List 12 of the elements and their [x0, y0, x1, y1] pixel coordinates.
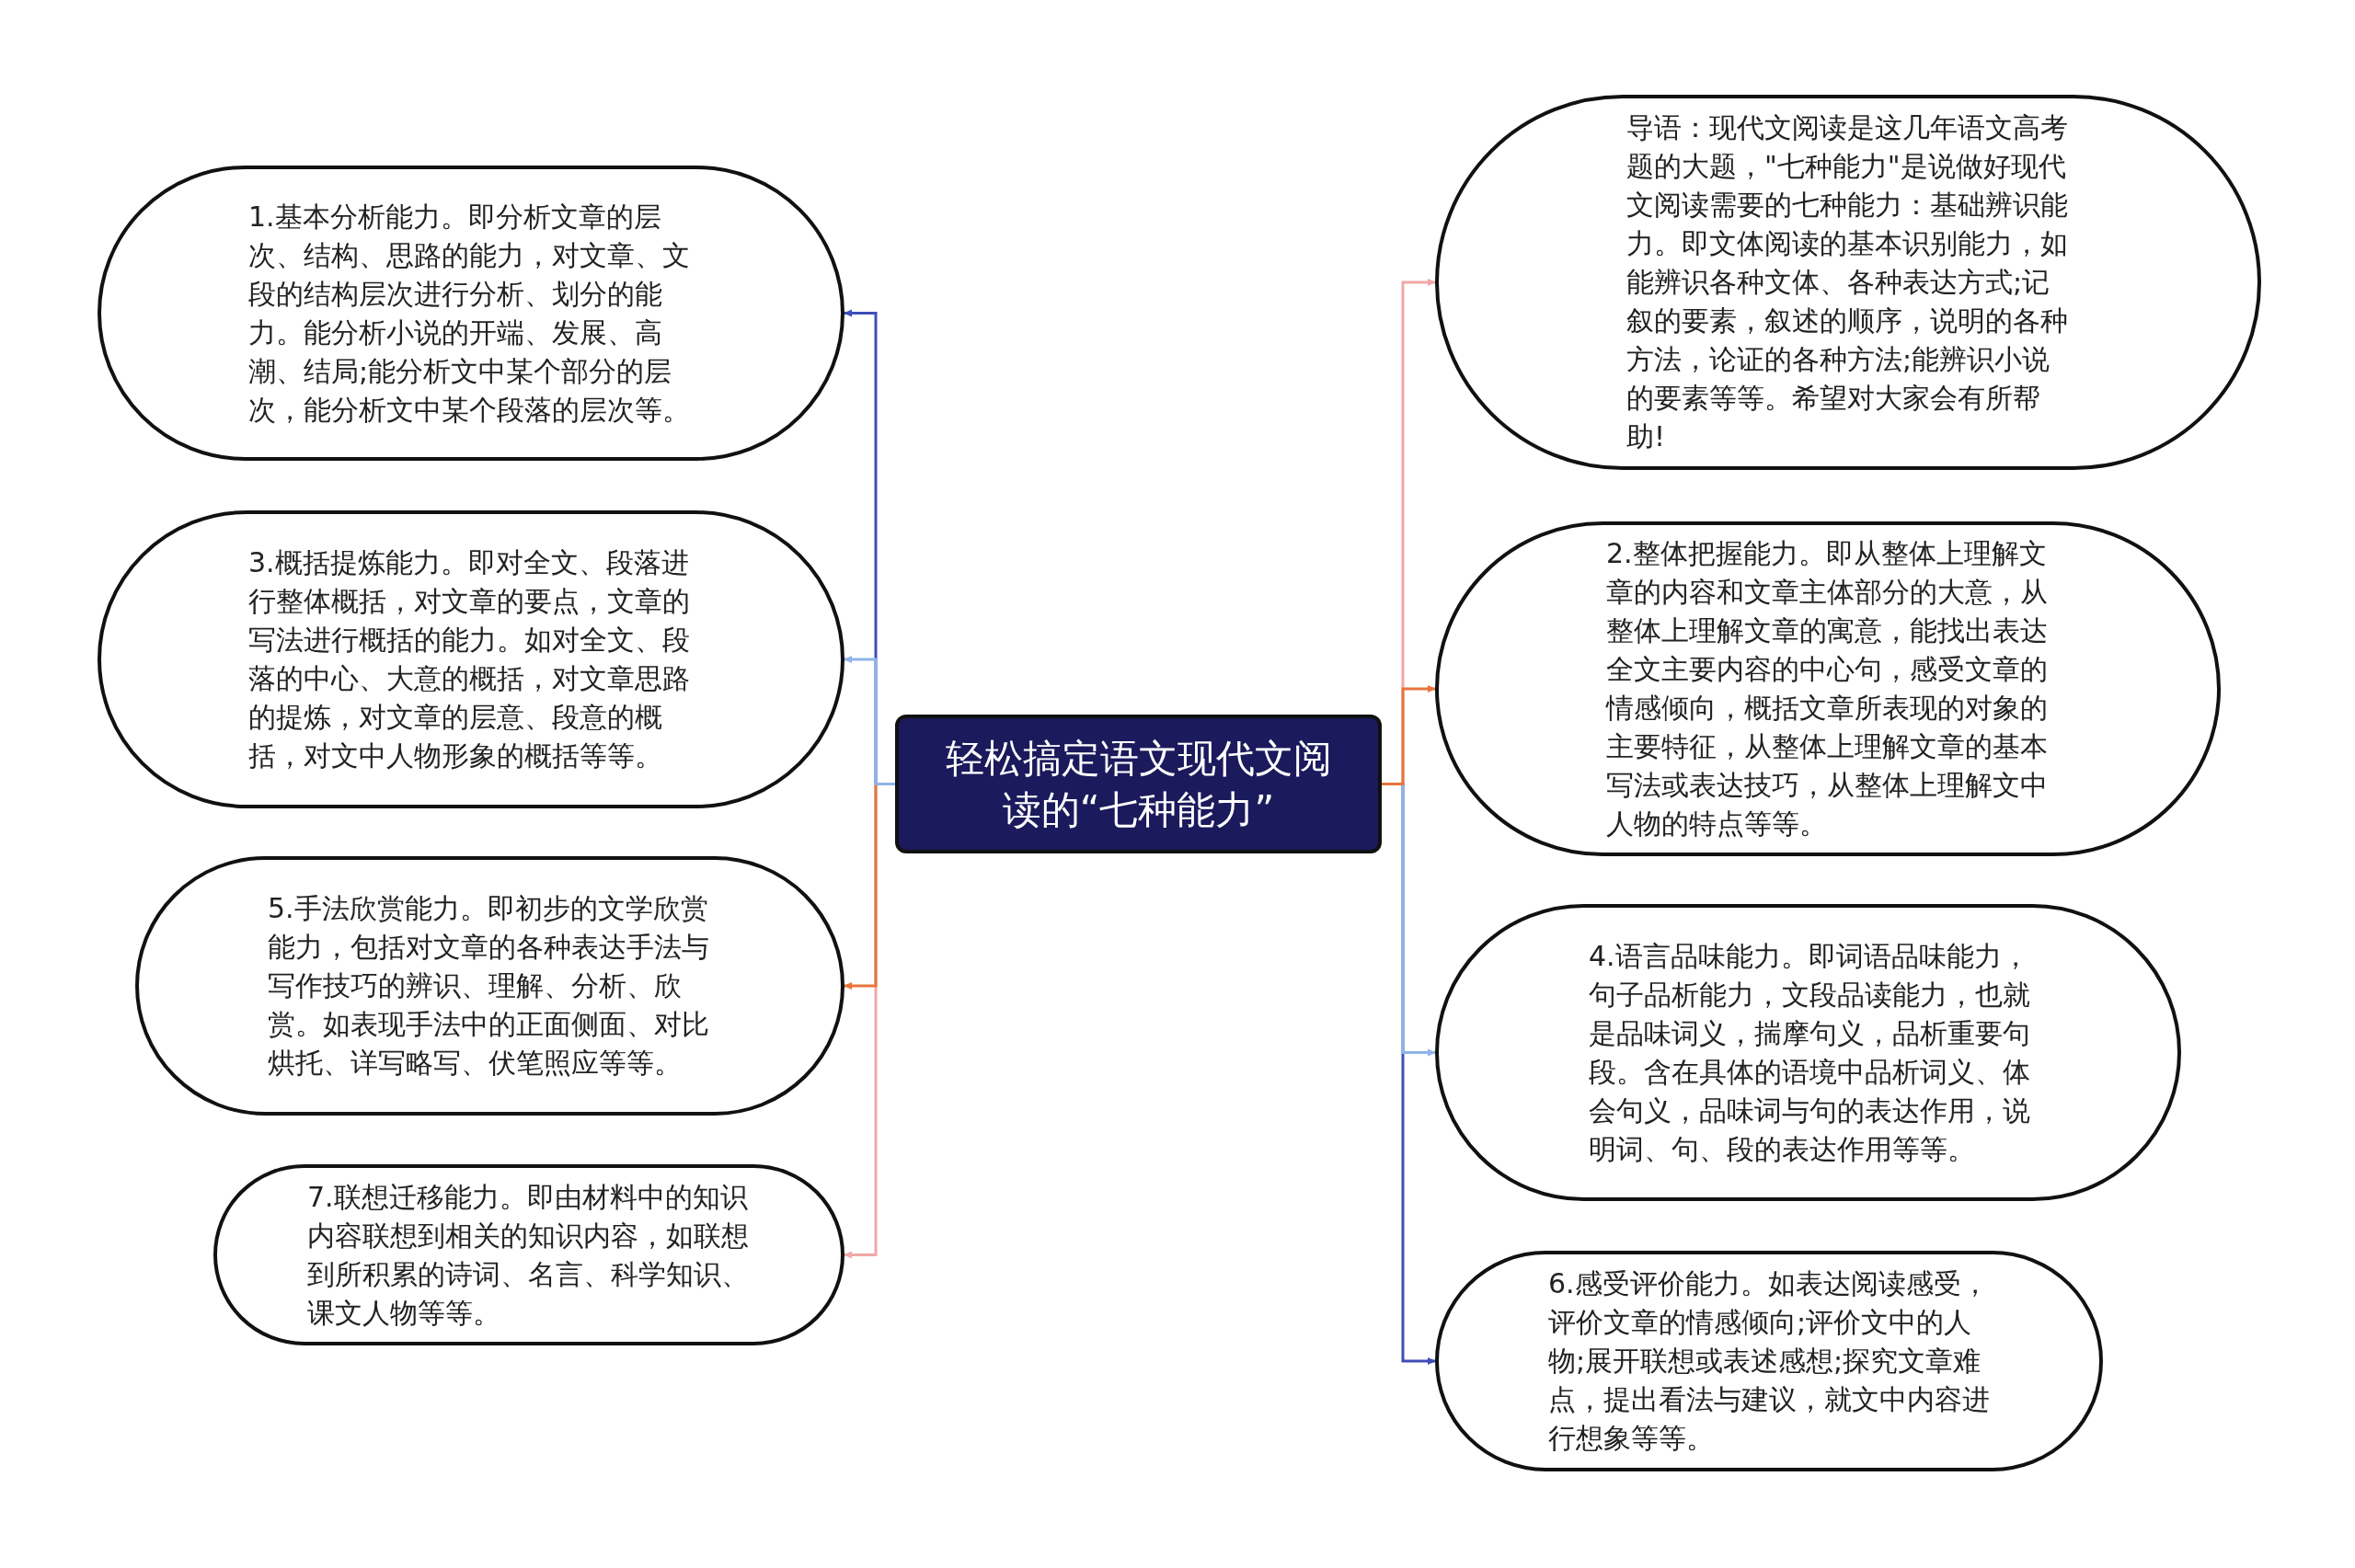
description-text: 1.基本分析能力。即分析文章的层次、结构、思路的能力，对文章、文段的结构层次进行分析、划分的能力。能分析小说的开端、发展、高潮、结局;能分析文中某个部分的层次，能分析文中某个段落的层次等。 [248, 199, 691, 428]
connector-arrow [844, 656, 895, 785]
description-text: 导语：现代文阅读是这几年语文高考题的大题，"七种能力"是说做好现代文阅读需要的七种能力：基础辨识能力。即文体阅读的基本识别能力，如能辨识各种文体、各种表达方式;记叙的要素，叙述的顺序，说明的各种方法，论证的各种方法;能辨识小说的要素等等。希望对大家会有所帮助! [1626, 110, 2069, 454]
description-text: 2.整体把握能力。即从整体上理解文章的内容和文章主体部分的大意，从整体上理解文章的寓意，能找出表达全文主要内容的中心句，感受文章的情感倾向，概括文章所表现的对象的主要特征，从整体上理解文章的基本写法或表达技巧，从整体上理解文中人物的特点等等。 [1606, 536, 2049, 841]
description-text: 3.概括提炼能力。即对全文、段落进行整体概括，对文章的要点，文章的写法进行概括的能力。如对全文、段落的中心、大意的概括，对文章思路的提炼，对文章的层意、段意的概括，对文中人物形象的概括等等。 [248, 545, 691, 773]
description-text: 7.联想迁移能力。即由材料中的知识内容联想到相关的知识内容，如联想到所积累的诗词、名言、科学知识、课文人物等等。 [307, 1179, 750, 1331]
title-text: 轻松搞定语文现代文阅读的“七种能力” [944, 734, 1333, 834]
connector-arrow [1382, 685, 1436, 785]
description-text: 6.感受评价能力。如表达阅读感受，评价文章的情感倾向;评价文中的人物;展开联想或表述感想;探究文章难点，提出看法与建议，就文中内容进行想象等等。 [1548, 1266, 1991, 1456]
description-text: 5.手法欣赏能力。即初步的文学欣赏能力，包括对文章的各种表达手法与写作技巧的辨识、理解、分析、欣赏。如表现手法中的正面侧面、对比烘托、详写略写、伏笔照应等等。 [268, 891, 710, 1081]
description-text: 4.语言品味能力。即词语品味能力，句子品析能力，文段品读能力，也就是品味词义，揣摩句义，品析重要句段。含在具体的语境中品析词义、体会句义，品味词与句的表达作用，说明词、句、段的表达作用等等。 [1589, 938, 2031, 1167]
topic-box [895, 715, 1382, 853]
